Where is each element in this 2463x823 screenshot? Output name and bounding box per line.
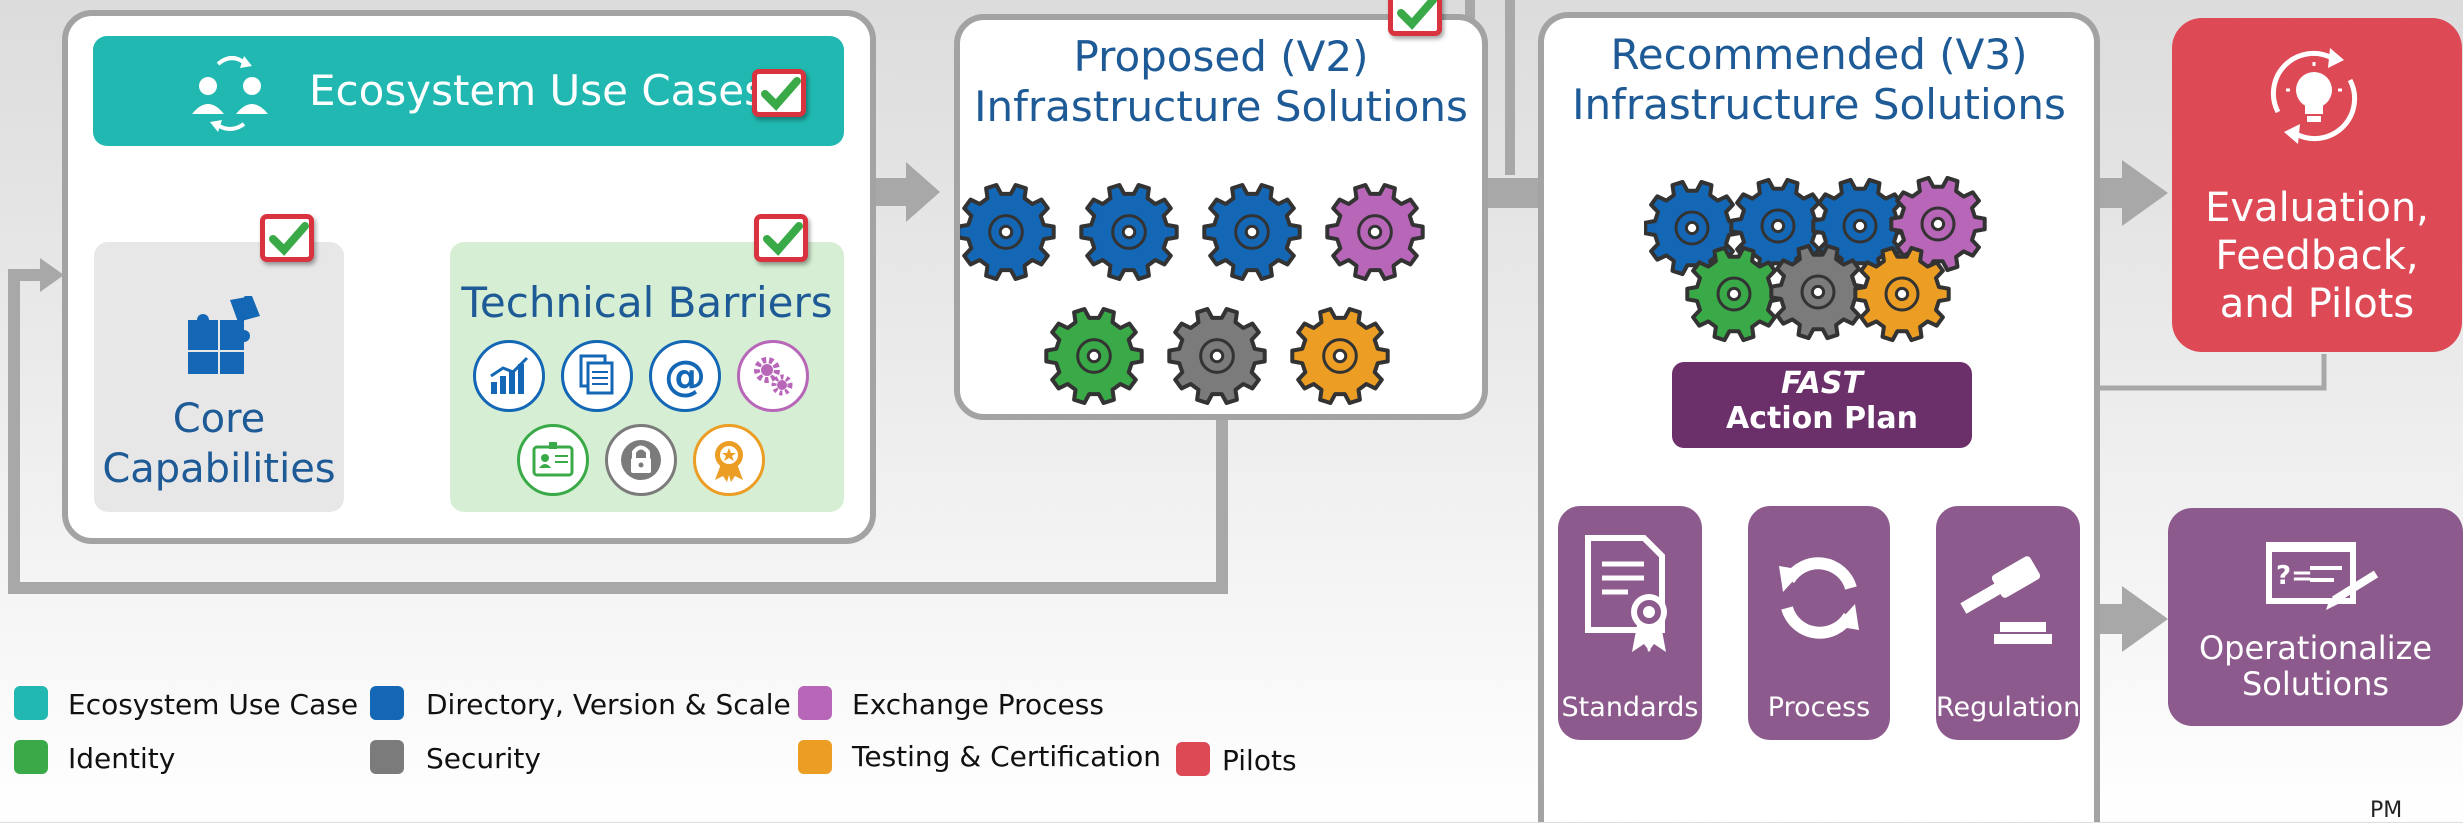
recommended-gear-green-icon xyxy=(1685,245,1783,343)
core-line2: Capabilities xyxy=(102,446,336,492)
recommended-gear-orange-icon xyxy=(1853,245,1951,343)
legend-swatch-security xyxy=(370,740,404,774)
evaluation-line3: and Pilots xyxy=(2219,281,2415,327)
proposed-check-icon xyxy=(1388,0,1442,36)
legend-swatch-testing xyxy=(798,740,832,774)
proposed-panel: Proposed (V2) Infrastructure Solutions xyxy=(954,14,1488,420)
arrow-recommended-to-operationalize xyxy=(2098,586,2168,652)
padlock-icon xyxy=(605,424,677,496)
legend-label-identity: Identity xyxy=(68,742,176,775)
legend-label-testing: Testing & Certification xyxy=(852,740,1161,773)
use-cases-check-icon xyxy=(752,69,806,117)
gavel-icon xyxy=(1960,556,2052,644)
technical-barriers-title: Technical Barriers xyxy=(461,278,833,327)
lightbulb-cycle-icon xyxy=(2270,48,2358,144)
legend-label-directory: Directory, Version & Scale xyxy=(426,688,791,721)
proposed-line2: Infrastructure Solutions xyxy=(974,82,1468,131)
legend-swatch-directory xyxy=(370,686,404,720)
proposed-gear-orange-icon xyxy=(1290,307,1390,405)
recommended-line2: Infrastructure Solutions xyxy=(1572,80,2066,129)
legend-label-ecosystem: Ecosystem Use Case xyxy=(68,688,359,721)
proposed-gear-green-icon xyxy=(1044,307,1144,405)
standards-label: Standards xyxy=(1561,692,1699,723)
documents-icon xyxy=(561,340,633,412)
process-label: Process xyxy=(1767,692,1871,723)
recommended-gear-gray-icon xyxy=(1769,243,1867,341)
arrow-recommended-to-evaluation xyxy=(2098,160,2168,226)
process-stage[interactable]: Process xyxy=(1748,506,1890,740)
svg-text:@: @ xyxy=(664,354,706,398)
evaluation-pilots-box[interactable]: Evaluation, Feedback, and Pilots xyxy=(2172,18,2462,352)
legend-label-security: Security xyxy=(426,742,541,775)
chart-growth-icon xyxy=(473,340,545,412)
proposed-gear-purple-icon xyxy=(1325,183,1425,281)
technical-barriers-box: Technical Barriers @ xyxy=(450,242,844,512)
fast-title: FAST xyxy=(1781,366,1863,401)
core-line1: Core xyxy=(172,396,266,442)
ribbon-badge-icon xyxy=(693,424,765,496)
proposed-line1: Proposed (V2) xyxy=(1073,32,1369,81)
fast-action-plan-box[interactable]: FAST Action Plan xyxy=(1672,362,1972,448)
at-sign-icon: @ xyxy=(649,340,721,412)
svg-text:?=: ?= xyxy=(2276,561,2313,591)
screen-code-icon: ?= xyxy=(2266,542,2379,610)
regulation-stage[interactable]: Regulation xyxy=(1936,506,2080,740)
proposed-title: Proposed (V2) Infrastructure Solutions xyxy=(960,32,1482,132)
proposed-gear-blue-icon xyxy=(1079,183,1179,281)
proposed-gear-blue-icon xyxy=(960,183,1056,281)
id-card-icon xyxy=(517,424,589,496)
refresh-cycle-icon xyxy=(1779,557,1859,639)
barriers-check-icon xyxy=(754,214,808,262)
legend-swatch-exchange xyxy=(798,686,832,720)
operationalize-line1: Operationalize xyxy=(2198,629,2433,667)
operationalize-title: Operationalize Solutions xyxy=(2168,630,2463,702)
recommended-line1: Recommended (V3) xyxy=(1610,30,2028,79)
proposed-gear-gray-icon xyxy=(1167,307,1267,405)
gears-icon xyxy=(737,340,809,412)
core-check-icon xyxy=(260,214,314,262)
recommended-title: Recommended (V3) Infrastructure Solution… xyxy=(1544,30,2094,130)
feedback-loop-arrowhead xyxy=(40,258,64,292)
legend-swatch-ecosystem xyxy=(14,686,48,720)
proposed-gear-group xyxy=(960,183,1425,405)
standards-stage[interactable]: Standards xyxy=(1558,506,1702,740)
core-capabilities-box: Core Capabilities xyxy=(94,242,344,512)
footer-mark: PM xyxy=(2370,798,2403,823)
evaluation-line1: Evaluation, xyxy=(2205,185,2429,231)
use-cases-banner: Ecosystem Use Cases xyxy=(93,36,844,146)
arrow-use-cases-to-proposed xyxy=(874,162,940,222)
core-capabilities-title: Core Capabilities xyxy=(94,394,344,494)
people-exchange-icon xyxy=(192,56,268,132)
recommended-gear-cluster xyxy=(1644,175,1987,343)
proposed-gear-blue-icon xyxy=(1202,183,1302,281)
use-cases-title: Ecosystem Use Cases xyxy=(309,66,766,115)
legend-swatch-pilots xyxy=(1176,742,1210,776)
regulation-label: Regulation xyxy=(1936,692,2081,723)
feedback-loop-line xyxy=(8,269,1228,594)
evaluation-line2: Feedback, xyxy=(2215,233,2419,279)
puzzle-pieces-icon xyxy=(188,296,260,374)
legend-swatch-identity xyxy=(14,740,48,774)
fast-subtitle: Action Plan xyxy=(1726,401,1918,436)
operationalize-line2: Solutions xyxy=(2241,665,2390,703)
legend-label-exchange: Exchange Process xyxy=(852,688,1104,721)
certificate-document-icon xyxy=(1585,535,1667,652)
evaluation-title: Evaluation, Feedback, and Pilots xyxy=(2172,184,2462,328)
operationalize-box[interactable]: ?= Operationalize Solutions xyxy=(2168,508,2463,726)
legend-label-pilots: Pilots xyxy=(1222,744,1297,777)
